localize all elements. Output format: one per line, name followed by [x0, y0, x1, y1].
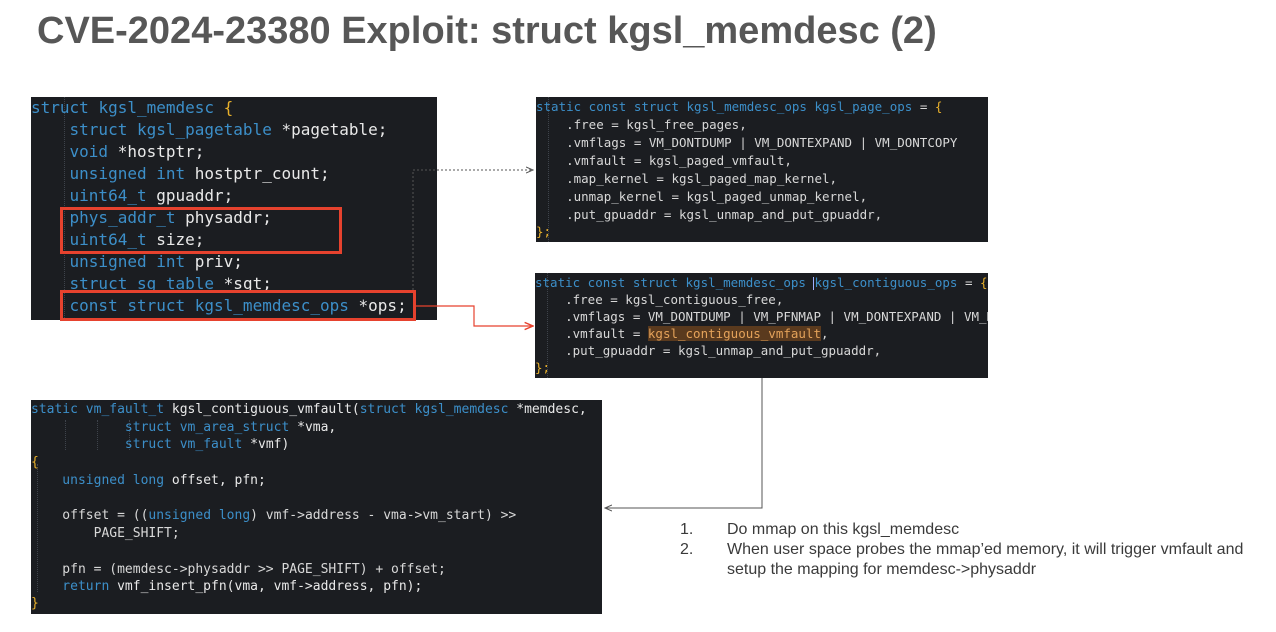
struct-line-2: void *hostptr;	[31, 142, 205, 161]
struct-line-9: const struct kgsl_memdesc_ops *ops;	[31, 296, 407, 315]
steps-list: 1. Do mmap on this kgsl_memdesc 2. When …	[680, 520, 1267, 580]
step-number: 1.	[680, 521, 694, 538]
physaddr-size-highlight	[60, 207, 342, 254]
step-item: 1. Do mmap on this kgsl_memdesc	[680, 520, 1247, 540]
ops-highlight	[60, 290, 416, 321]
contig-ops-footer: };	[535, 360, 551, 375]
kgsl-page-ops-panel: static const struct kgsl_memdesc_ops kgs…	[536, 97, 988, 242]
step-text: When user space probes the mmap’ed memor…	[727, 541, 1244, 578]
page-ops-line: .map_kernel = kgsl_paged_map_kernel,	[536, 171, 838, 186]
page-ops-line: .unmap_kernel = kgsl_paged_unmap_kernel,	[536, 189, 868, 204]
vmfault-close-brace: }	[31, 596, 39, 611]
kgsl-contiguous-ops-panel: static const struct kgsl_memdesc_ops kgs…	[535, 273, 988, 378]
page-ops-line: .free = kgsl_free_pages,	[536, 117, 747, 132]
page-ops-line: .vmflags = VM_DONTDUMP | VM_DONTEXPAND |…	[536, 135, 958, 150]
vmfault-sig-line-1: static vm_fault_t kgsl_contiguous_vmfaul…	[31, 402, 587, 417]
struct-line-6: uint64_t size;	[31, 230, 205, 249]
struct-line-1: struct kgsl_pagetable *pagetable;	[31, 120, 388, 139]
page-ops-footer: };	[536, 224, 552, 239]
page-ops-header: static const struct kgsl_memdesc_ops kgs…	[536, 99, 943, 114]
page-ops-line: .vmfault = kgsl_paged_vmfault,	[536, 153, 792, 168]
vmfault-offset-line-1: offset = ((unsigned long) vmf->address -…	[31, 508, 517, 523]
step-text: Do mmap on this kgsl_memdesc	[727, 521, 960, 538]
contiguous-vmfault-highlight: kgsl_contiguous_vmfault	[647, 326, 821, 341]
vmfault-sig-line-3: struct vm_fault *vmf)	[124, 437, 290, 452]
step-number: 2.	[680, 541, 694, 558]
dotted-arrow-to-page-ops	[412, 170, 533, 290]
red-arrow-to-contiguous-ops	[416, 305, 533, 326]
arrow-to-vmfault	[605, 378, 763, 508]
contiguous-vmfault-panel: static vm_fault_t kgsl_contiguous_vmfaul…	[31, 400, 602, 614]
vmfault-open-brace: {	[31, 455, 39, 470]
struct-line-8: struct sg_table *sgt;	[31, 274, 272, 293]
vmfault-offset-line-2: PAGE_SHIFT;	[31, 526, 180, 541]
contig-ops-vmfault-line: .vmfault = kgsl_contiguous_vmfault,	[535, 326, 829, 341]
struct-line-3: unsigned int hostptr_count;	[31, 164, 330, 183]
contig-ops-line: .put_gpuaddr = kgsl_unmap_and_put_gpuadd…	[535, 343, 882, 358]
vmfault-pfn-line: pfn = (memdesc->physaddr >> PAGE_SHIFT) …	[31, 562, 446, 577]
struct-line-5: phys_addr_t physaddr;	[31, 208, 272, 227]
contig-ops-header: static const struct kgsl_memdesc_ops kgs…	[535, 275, 988, 290]
vmfault-decl-line: unsigned long offset, pfn;	[31, 473, 266, 488]
struct-line-7: unsigned int priv;	[31, 252, 243, 271]
page-ops-line: .put_gpuaddr = kgsl_unmap_and_put_gpuadd…	[536, 207, 883, 222]
struct-line-0: struct kgsl_memdesc {	[31, 98, 234, 117]
contig-ops-line: .vmflags = VM_DONTDUMP | VM_PFNMAP | VM_…	[535, 309, 988, 324]
contig-ops-line: .free = kgsl_contiguous_free,	[535, 292, 784, 307]
vmfault-sig-line-2: struct vm_area_struct *vma,	[124, 420, 337, 435]
struct-line-4: uint64_t gpuaddr;	[31, 186, 234, 205]
step-item: 2. When user space probes the mmap’ed me…	[680, 540, 1267, 580]
text-cursor	[813, 277, 815, 290]
slide-title: CVE-2024-23380 Exploit: struct kgsl_memd…	[37, 10, 937, 52]
vmfault-return-line: return vmf_insert_pfn(vma, vmf->address,…	[31, 579, 423, 594]
